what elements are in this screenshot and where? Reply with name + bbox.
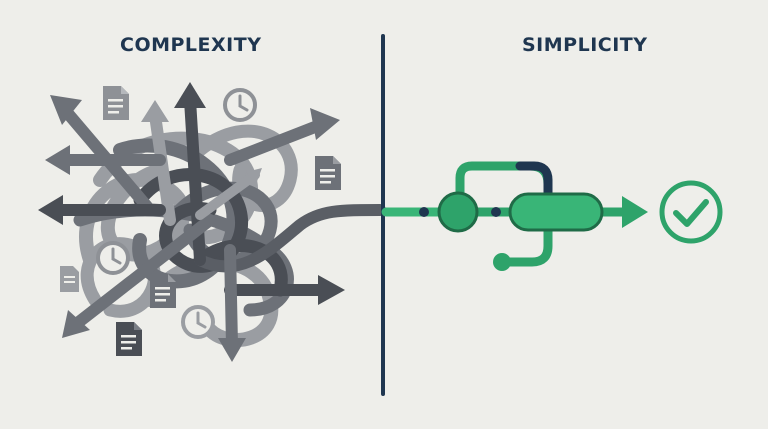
document-icon bbox=[60, 266, 79, 292]
arrow-icon bbox=[174, 82, 206, 108]
document-icon bbox=[116, 322, 142, 356]
document-icon bbox=[315, 156, 341, 190]
arrow-icon bbox=[318, 275, 345, 305]
document-icon bbox=[103, 86, 129, 120]
complexity-title: COMPLEXITY bbox=[120, 34, 262, 56]
small-node bbox=[419, 207, 429, 217]
clock-icons bbox=[96, 88, 257, 339]
document-icons bbox=[60, 86, 341, 356]
arrow-icon bbox=[622, 196, 648, 228]
arrow-icon bbox=[141, 100, 169, 122]
arrow-icon bbox=[310, 108, 340, 140]
arrow-icon bbox=[62, 310, 90, 338]
arrow-icon bbox=[38, 195, 63, 225]
simplicity-nodes bbox=[419, 191, 648, 271]
simplicity-flow bbox=[381, 161, 631, 267]
small-node bbox=[491, 207, 501, 217]
checkmark-icon bbox=[659, 180, 723, 244]
start-node bbox=[493, 253, 511, 271]
process-pill bbox=[508, 192, 604, 232]
node-circle bbox=[437, 191, 479, 233]
arrow-icon bbox=[218, 338, 246, 362]
complexity-tangle bbox=[49, 94, 386, 351]
arrow-icon bbox=[246, 168, 262, 184]
complexity-arrowheads bbox=[38, 82, 345, 362]
clock-icon bbox=[181, 305, 215, 339]
arrow-icon bbox=[45, 145, 70, 175]
document-icon bbox=[150, 274, 176, 308]
simplicity-title: SIMPLICITY bbox=[522, 34, 648, 56]
clock-icon bbox=[223, 88, 257, 122]
clock-icon bbox=[96, 241, 130, 275]
arrow-icon bbox=[50, 95, 82, 125]
